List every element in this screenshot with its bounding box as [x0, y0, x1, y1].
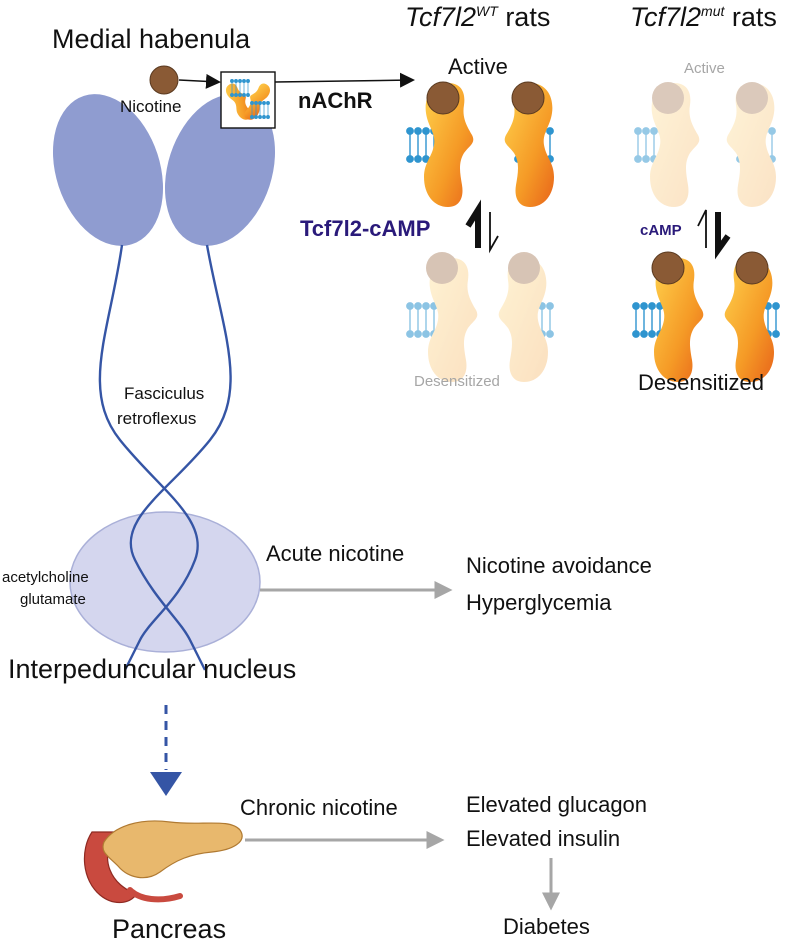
acute-result-2: Hyperglycemia — [466, 590, 612, 615]
medial-habenula-label: Medial habenula — [52, 24, 251, 54]
chronic-result-1: Elevated glucagon — [466, 792, 648, 817]
mut-equilibrium-arrows — [697, 209, 731, 260]
wt-rats-label: rats — [497, 2, 551, 32]
nachr-label: nAChR — [298, 88, 373, 113]
glutamate-label: glutamate — [20, 591, 86, 608]
wt-desensitized-receptor — [406, 252, 554, 382]
mut-active-label: Active — [684, 60, 725, 77]
nicotine-molecule — [149, 65, 179, 95]
wt-regulator-label: Tcf7l2-cAMP — [300, 216, 431, 241]
acute-nicotine-label: Acute nicotine — [266, 541, 405, 566]
fasciculus-label-line2: retroflexus — [117, 409, 197, 428]
interpeduncular-nucleus-label: Interpeduncular nucleus — [8, 654, 297, 684]
wt-panel-title: Tcf7l2WT rats — [405, 2, 550, 33]
habenula-right-lobe — [164, 94, 276, 246]
pancreas-dashed-arrowhead — [150, 772, 182, 796]
pancreas-label: Pancreas — [112, 914, 227, 944]
wt-equilibrium-arrows — [465, 199, 499, 254]
nicotine-label: Nicotine — [120, 97, 182, 116]
chronic-nicotine-label: Chronic nicotine — [240, 795, 398, 820]
mut-gene-name: Tcf7l2 — [630, 2, 702, 32]
axon-right — [129, 244, 232, 671]
diabetes-label: Diabetes — [503, 914, 590, 939]
wt-gene-superscript: WT — [476, 3, 498, 19]
mut-rats-label: rats — [724, 2, 777, 32]
axon-left — [98, 244, 199, 671]
mut-active-receptor — [634, 82, 776, 207]
habenula-left-lobe — [52, 94, 164, 246]
interpeduncular-nucleus-shape — [69, 511, 261, 653]
acetylcholine-label: acetylcholine — [2, 569, 89, 586]
mut-gene-superscript: mut — [701, 3, 725, 19]
pancreas-illustration — [83, 820, 243, 904]
chronic-result-2: Elevated insulin — [466, 826, 621, 851]
nachr-arrow — [274, 72, 415, 88]
wt-desensitized-label: Desensitized — [414, 373, 500, 390]
mut-desensitized-receptor — [632, 251, 780, 382]
mut-desensitized-label: Desensitized — [638, 370, 764, 395]
mut-panel-title: Tcf7l2mut rats — [630, 2, 777, 33]
wt-active-receptor — [406, 81, 554, 207]
acute-result-1: Nicotine avoidance — [466, 553, 652, 578]
nicotine-arrow — [178, 73, 221, 89]
fasciculus-label-line1: Fasciculus — [124, 384, 205, 403]
wt-active-label: Active — [448, 54, 508, 79]
mut-regulator-label: cAMP — [640, 222, 682, 239]
wt-gene-name: Tcf7l2 — [405, 2, 477, 32]
